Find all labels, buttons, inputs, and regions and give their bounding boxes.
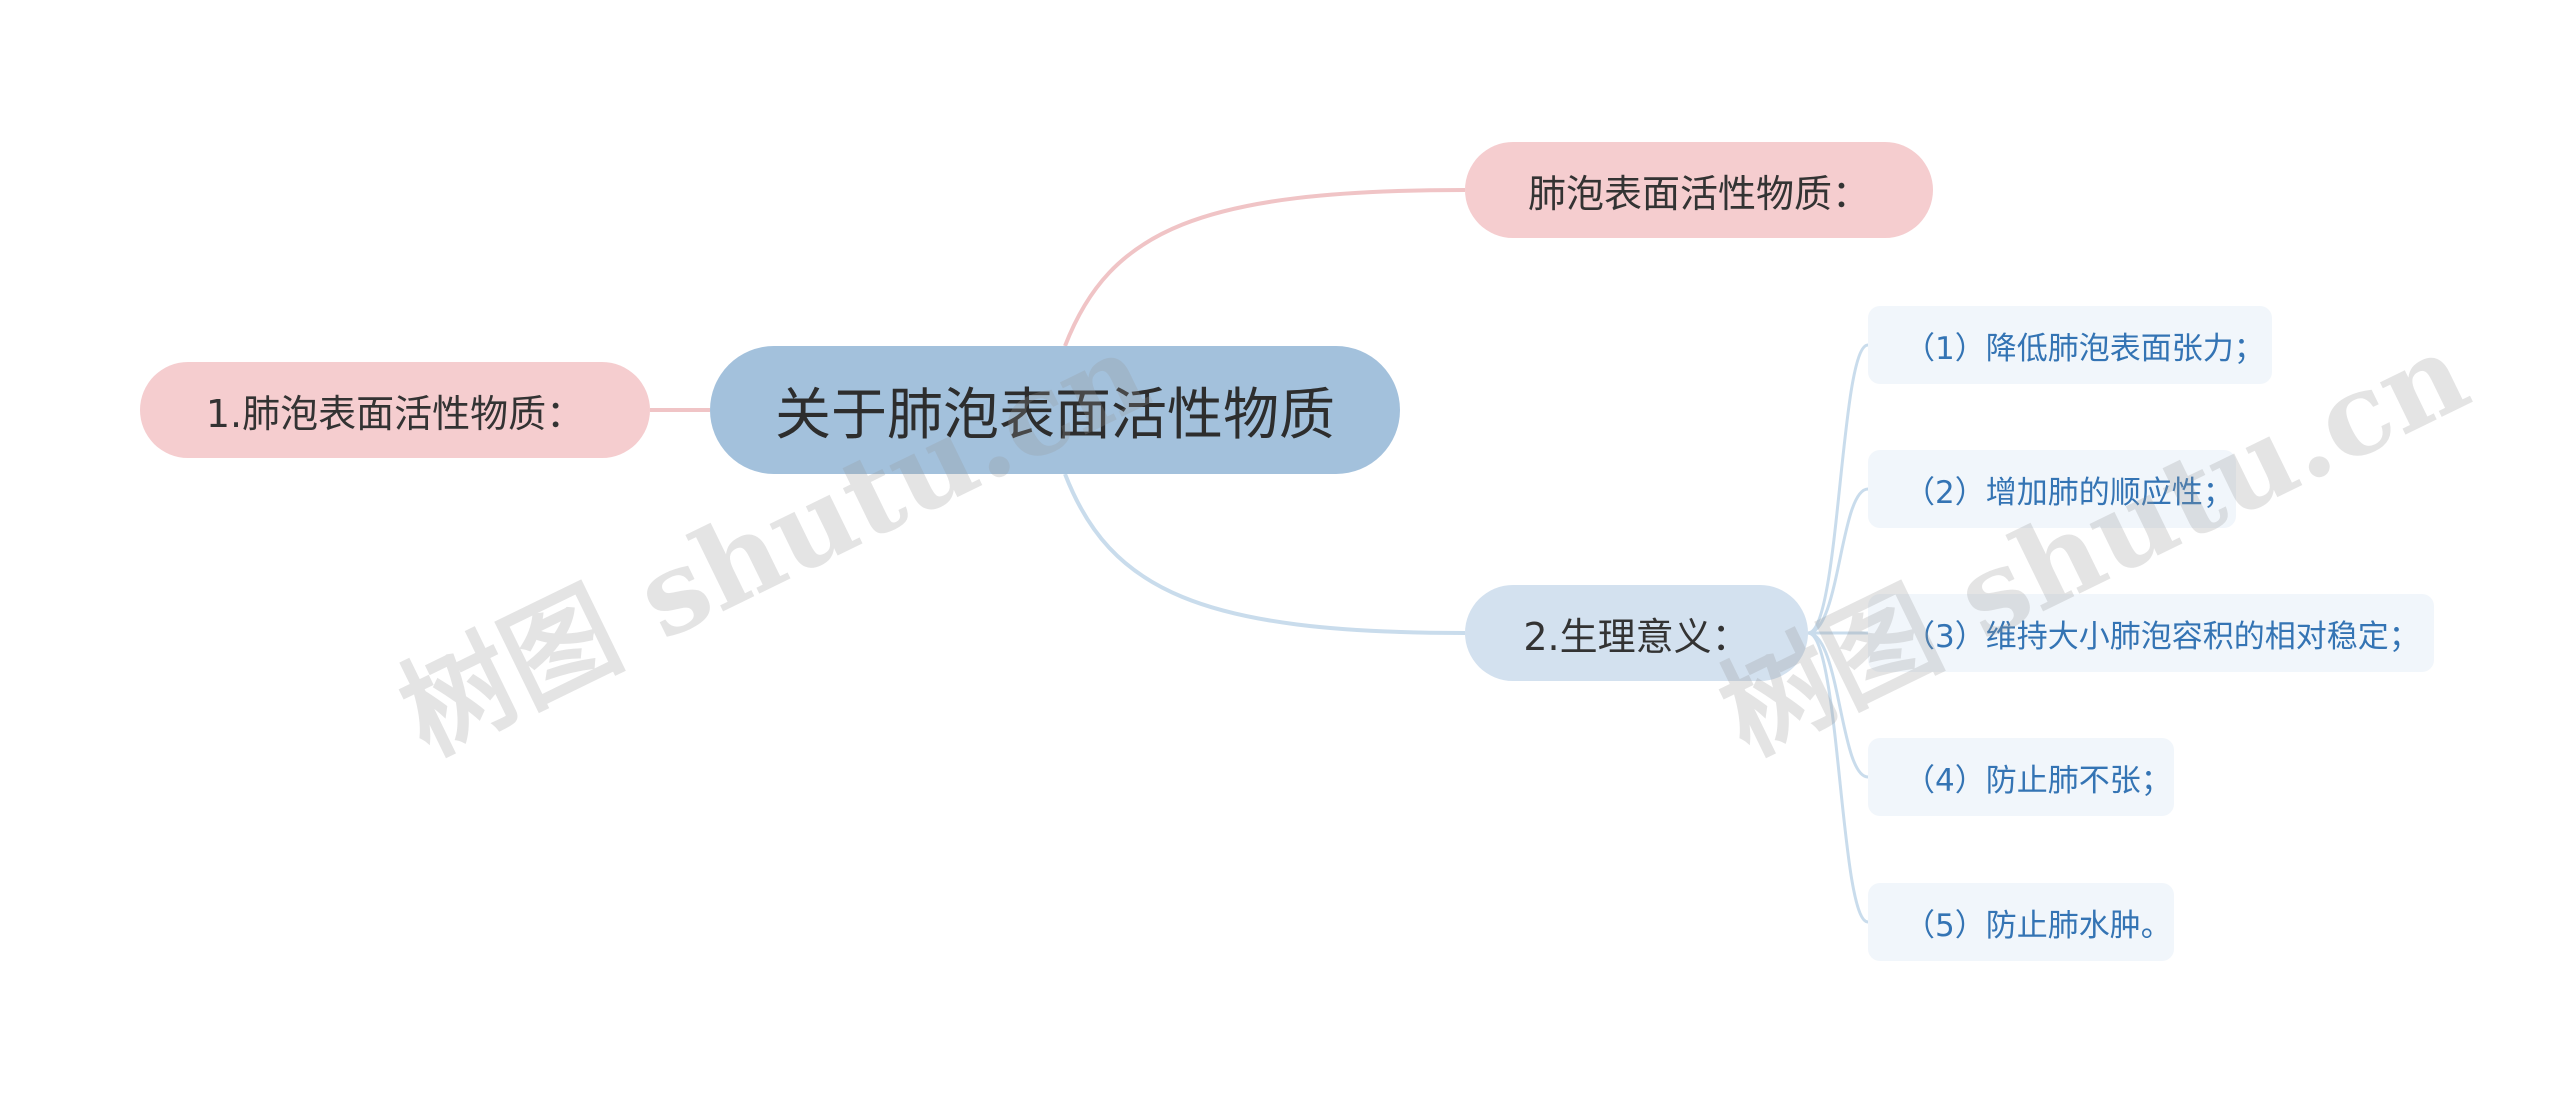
leaf-item-label: （5）防止肺水肿。 bbox=[1904, 907, 2172, 944]
left-branch-node[interactable]: 1.肺泡表面活性物质： bbox=[140, 362, 650, 458]
bottom-branch-node[interactable]: 2.生理意义： bbox=[1465, 585, 1808, 681]
link-leaf-5 bbox=[1807, 631, 1869, 924]
leaf-item-4[interactable]: （4）防止肺不张； bbox=[1868, 738, 2174, 816]
leaf-item-label: （2）增加肺的顺应性； bbox=[1904, 474, 2234, 511]
leaf-item-1[interactable]: （1）降低肺泡表面张力； bbox=[1868, 306, 2272, 384]
link-root-top bbox=[1063, 188, 1466, 347]
link-leaf-2 bbox=[1807, 487, 1869, 635]
root-topic-label: 关于肺泡表面活性物质 bbox=[775, 382, 1335, 448]
root-topic[interactable]: 关于肺泡表面活性物质 bbox=[710, 346, 1400, 474]
top-branch-node[interactable]: 肺泡表面活性物质： bbox=[1465, 142, 1933, 238]
leaf-item-label: （1）降低肺泡表面张力； bbox=[1904, 330, 2265, 367]
link-leaf-4 bbox=[1807, 631, 1869, 779]
leaf-item-label: （3）维持大小肺泡容积的相对稳定； bbox=[1904, 618, 2420, 655]
leaf-item-5[interactable]: （5）防止肺水肿。 bbox=[1868, 883, 2174, 961]
leaf-item-3[interactable]: （3）维持大小肺泡容积的相对稳定； bbox=[1868, 594, 2434, 672]
left-branch-label: 1.肺泡表面活性物质： bbox=[205, 391, 585, 436]
bottom-branch-label: 2.生理意义： bbox=[1523, 614, 1750, 659]
link-root-bottom bbox=[1063, 473, 1466, 635]
leaf-item-2[interactable]: （2）增加肺的顺应性； bbox=[1868, 450, 2236, 528]
link-leaf-1 bbox=[1807, 343, 1869, 635]
leaf-item-label: （4）防止肺不张； bbox=[1904, 762, 2172, 799]
top-branch-label: 肺泡表面活性物质： bbox=[1527, 171, 1870, 216]
